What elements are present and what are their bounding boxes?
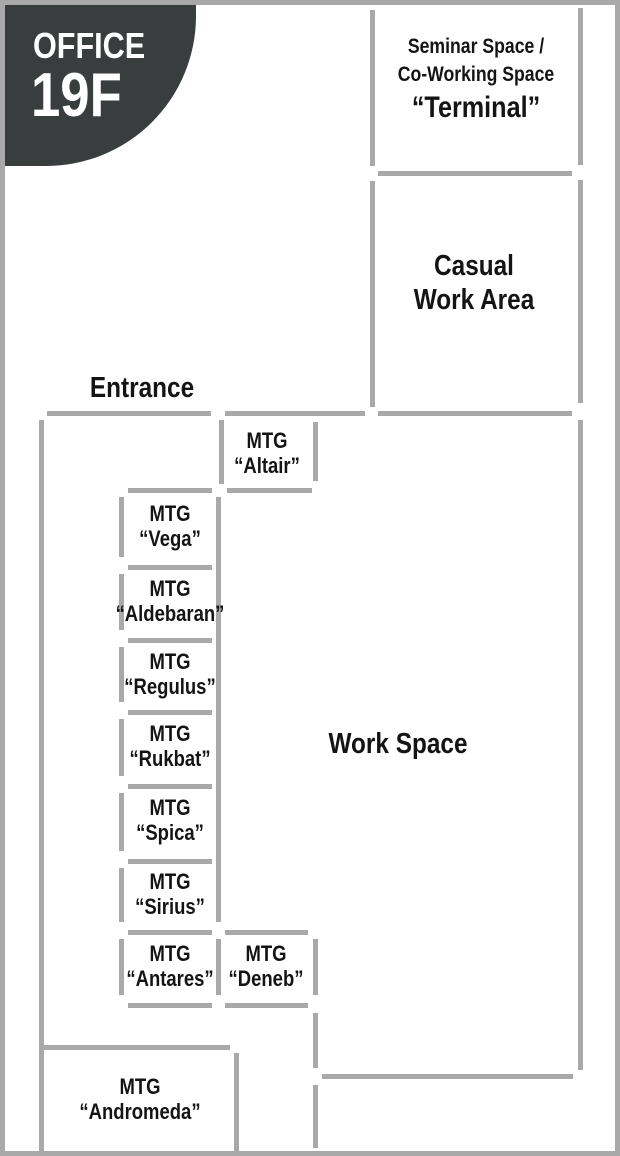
work-space-label: Work Space <box>328 728 468 760</box>
wall-left-outer <box>39 420 44 1151</box>
wall-right-inner-main <box>578 420 583 1070</box>
wall-vega-bottom <box>128 565 212 570</box>
wall-right-inner-top <box>578 8 583 165</box>
casual-line-2: Work Area <box>413 284 535 316</box>
wall-vega-top <box>128 488 212 493</box>
wall-workspace-lower-left-a <box>313 1013 318 1068</box>
wall-andromeda-right <box>234 1053 239 1151</box>
wall-aldebaran-left <box>119 574 124 630</box>
wall-entrance-right-segment <box>225 411 365 416</box>
wall-vega-left <box>119 497 124 557</box>
mtg-room-sirius: MTG “Sirius” <box>135 869 205 919</box>
wall-terminal-bottom <box>378 171 572 176</box>
wall-altair-right <box>313 422 318 481</box>
wall-andromeda-top <box>41 1045 230 1050</box>
terminal-subtitle-2: Co-Working Space <box>397 63 555 86</box>
mtg-room-antares: MTG “Antares” <box>126 941 214 991</box>
wall-workspace-left <box>216 497 221 922</box>
wall-aldebaran-bottom <box>128 638 212 643</box>
mtg-room-deneb: MTG “Deneb” <box>228 941 304 991</box>
wall-casual-bottom <box>378 411 572 416</box>
wall-spica-left <box>119 793 124 851</box>
terminal-subtitle-1: Seminar Space / <box>407 35 545 58</box>
wall-sirius-left <box>119 868 124 922</box>
wall-rukbat-left <box>119 719 124 776</box>
wall-regulus-bottom <box>128 710 212 715</box>
wall-workspace-bottom <box>322 1074 573 1079</box>
wall-workspace-lower-left-b <box>313 1085 318 1148</box>
terminal-room-name: “Terminal” <box>411 91 541 124</box>
mtg-room-altair: MTG “Altair” <box>234 428 300 478</box>
wall-deneb-top <box>225 930 308 935</box>
badge-floor-number: 19F <box>31 61 122 130</box>
wall-altair-bottom <box>227 488 312 493</box>
wall-regulus-left <box>119 647 124 702</box>
mtg-room-rukbat: MTG “Rukbat” <box>129 721 211 771</box>
mtg-room-andromeda: MTG “Andromeda” <box>79 1074 201 1124</box>
wall-entrance-left-segment <box>47 411 211 416</box>
badge-office-text: OFFICE <box>33 25 146 66</box>
entrance-label: Entrance <box>89 372 195 404</box>
wall-rukbat-bottom <box>128 784 212 789</box>
wall-right-inner-mid <box>578 180 583 403</box>
wall-antares-deneb-divider <box>216 939 221 995</box>
wall-deneb-right <box>313 939 318 995</box>
mtg-room-regulus: MTG “Regulus” <box>124 649 216 699</box>
wall-antares-bottom <box>128 1003 212 1008</box>
wall-deneb-bottom <box>225 1003 308 1008</box>
casual-line-1: Casual <box>434 250 514 282</box>
mtg-room-vega: MTG “Vega” <box>139 501 201 551</box>
wall-antares-top <box>128 930 212 935</box>
casual-work-area-label: Casual Work Area <box>414 249 535 317</box>
mtg-room-aldebaran: MTG “Aldebaran” <box>115 576 225 626</box>
terminal-room-label: Seminar Space / Co-Working Space “Termin… <box>398 33 555 125</box>
wall-terminal-left <box>370 10 375 166</box>
floor-badge: OFFICE 19F <box>5 5 196 166</box>
wall-antares-left <box>119 939 124 995</box>
wall-altair-left <box>219 420 224 484</box>
wall-casual-left <box>370 181 375 407</box>
mtg-room-spica: MTG “Spica” <box>136 795 204 845</box>
wall-spica-bottom <box>128 859 212 864</box>
